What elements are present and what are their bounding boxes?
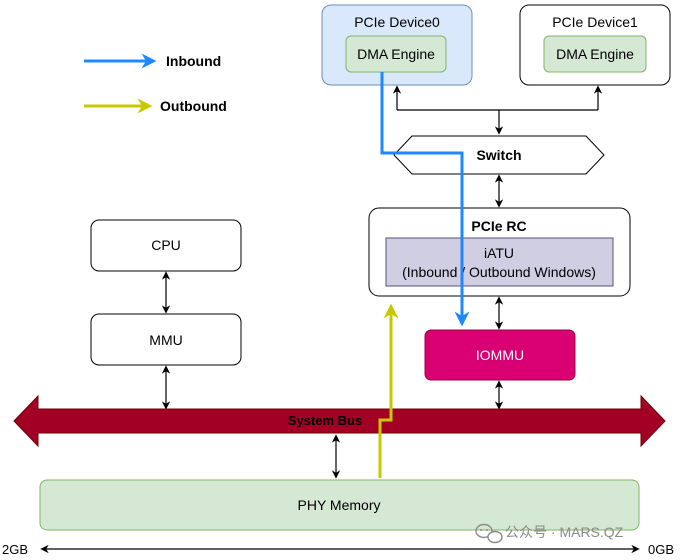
device-switch-connectors	[392, 85, 603, 135]
phy-memory: PHY Memory	[39, 479, 640, 531]
watermark: 公众号 · MARS.QZ	[475, 523, 624, 544]
device1-dma-label: DMA Engine	[556, 46, 634, 62]
pcie-device1-title: PCIe Device1	[552, 14, 638, 30]
switch: Switch	[393, 135, 605, 175]
watermark-text: 公众号 · MARS.QZ	[505, 524, 624, 540]
inbound-path-arrow	[380, 72, 470, 327]
outbound-legend-label: Outbound	[160, 98, 227, 114]
address-left-label: 2GB	[2, 542, 28, 557]
wechat-icon	[475, 523, 503, 544]
system-bus: System Bus	[13, 394, 666, 448]
cpu-label: CPU	[151, 237, 181, 253]
address-range: 2GB 0GB	[2, 542, 674, 557]
iatu-line1: iATU	[484, 245, 514, 261]
outbound-path-arrow	[378, 303, 399, 478]
phy-memory-label: PHY Memory	[298, 497, 381, 513]
pcie-rc: PCIe RC iATU (Inbound / Outbound Windows…	[368, 207, 631, 297]
inbound-legend-label: Inbound	[166, 53, 221, 69]
iatu-line2: (Inbound / Outbound Windows)	[402, 264, 596, 280]
pcie-device0: PCIe Device0 DMA Engine	[321, 4, 473, 86]
device0-dma-engine	[345, 35, 447, 73]
mmu: MMU	[90, 313, 242, 366]
system-bus-label: System Bus	[288, 413, 362, 428]
iatu-block	[385, 237, 614, 287]
iommu-label: IOMMU	[476, 347, 524, 363]
device1-dma-engine	[543, 35, 647, 73]
iommu: IOMMU	[424, 329, 576, 381]
cpu: CPU	[90, 219, 242, 272]
pcie-rc-title: PCIe RC	[471, 218, 526, 234]
switch-label: Switch	[476, 147, 521, 163]
address-right-label: 0GB	[648, 542, 674, 557]
pcie-device1: PCIe Device1 DMA Engine	[519, 4, 671, 86]
pcie-device0-title: PCIe Device0	[354, 14, 440, 30]
device0-dma-label: DMA Engine	[357, 46, 435, 62]
legend: Inbound Outbound	[84, 53, 227, 114]
mmu-label: MMU	[149, 332, 182, 348]
